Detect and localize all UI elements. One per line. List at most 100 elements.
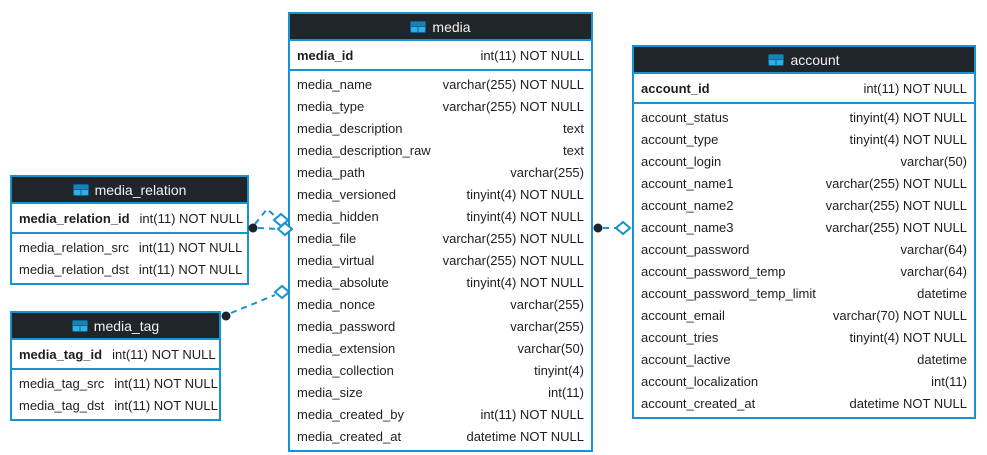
column-name: media_description <box>297 120 403 136</box>
table-icon <box>72 183 89 196</box>
relationship-endpoint-dot <box>248 223 258 233</box>
relationship-endpoint-diamond <box>273 284 291 300</box>
column-name: account_name1 <box>641 175 734 191</box>
column-type: varchar(50) <box>517 340 584 356</box>
column-type: tinyint(4) NOT NULL <box>849 329 967 345</box>
column-type: tinyint(4) NOT NULL <box>849 131 967 147</box>
column-type: tinyint(4) <box>534 362 584 378</box>
column-type: varchar(255) NOT NULL <box>825 197 967 213</box>
column-type: varchar(255) NOT NULL <box>442 76 584 92</box>
relationship-endpoint-dot <box>221 311 231 321</box>
table-header[interactable]: media_tag <box>12 313 219 340</box>
column-type: datetime <box>917 351 967 367</box>
column-type: datetime <box>917 285 967 301</box>
column-name: account_name3 <box>641 219 734 235</box>
column-type: int(11) NOT NULL <box>139 210 244 226</box>
primary-key-section: account_id int(11) NOT NULL <box>634 74 974 104</box>
relationship-media-relation-media-2[interactable] <box>254 207 290 228</box>
column-type: int(11) NOT NULL <box>863 80 967 96</box>
column-name: media_collection <box>297 362 394 378</box>
column-type: varchar(70) NOT NULL <box>832 307 967 323</box>
table-row[interactable]: media_collection tinyint(4) <box>290 359 591 381</box>
column-name: media_password <box>297 318 396 334</box>
column-name: media_relation_id <box>19 210 130 226</box>
table-header[interactable]: account <box>634 47 974 74</box>
column-type: tinyint(4) NOT NULL <box>849 109 967 125</box>
column-name: media_created_at <box>297 428 402 444</box>
table-media-relation[interactable]: media_relation media_relation_id int(11) … <box>10 175 249 285</box>
column-type: varchar(50) <box>900 153 967 169</box>
table-row[interactable]: account_password_temp varchar(64) <box>634 260 974 282</box>
table-row[interactable]: account_type tinyint(4) NOT NULL <box>634 128 974 150</box>
primary-key-section: media_relation_id int(11) NOT NULL <box>12 204 247 234</box>
column-type: varchar(64) <box>900 263 967 279</box>
relationship-media-relation-media-1[interactable] <box>248 221 294 237</box>
column-name: account_password_temp <box>641 263 786 279</box>
table-row[interactable]: account_name3 varchar(255) NOT NULL <box>634 216 974 238</box>
table-row[interactable]: media_relation_id int(11) NOT NULL <box>12 206 247 230</box>
column-name: account_type <box>641 131 719 147</box>
column-name: media_nonce <box>297 296 376 312</box>
table-title: media <box>432 18 471 35</box>
table-header[interactable]: media_relation <box>12 177 247 204</box>
column-type: int(11) NOT NULL <box>480 47 584 63</box>
table-header[interactable]: media <box>290 14 591 41</box>
table-account[interactable]: account account_id int(11) NOT NULL accou… <box>632 45 976 419</box>
table-row[interactable]: account_login varchar(50) <box>634 150 974 172</box>
column-type: varchar(255) NOT NULL <box>825 219 967 235</box>
column-type: int(11) <box>548 384 584 400</box>
column-name: account_login <box>641 153 722 169</box>
column-type: text <box>563 142 584 158</box>
column-type: datetime NOT NULL <box>849 395 967 411</box>
column-name: media_type <box>297 98 365 114</box>
column-type: varchar(255) NOT NULL <box>442 252 584 268</box>
column-type: tinyint(4) NOT NULL <box>466 274 584 290</box>
table-row[interactable]: account_id int(11) NOT NULL <box>634 76 974 100</box>
relationship-media-tag-media[interactable] <box>221 284 291 321</box>
column-name: account_id <box>641 80 710 96</box>
column-name: account_localization <box>641 373 759 389</box>
relationship-media-account[interactable] <box>593 220 632 236</box>
column-type: int(11) NOT NULL <box>114 397 218 413</box>
relationship-endpoint-diamond <box>272 212 290 228</box>
